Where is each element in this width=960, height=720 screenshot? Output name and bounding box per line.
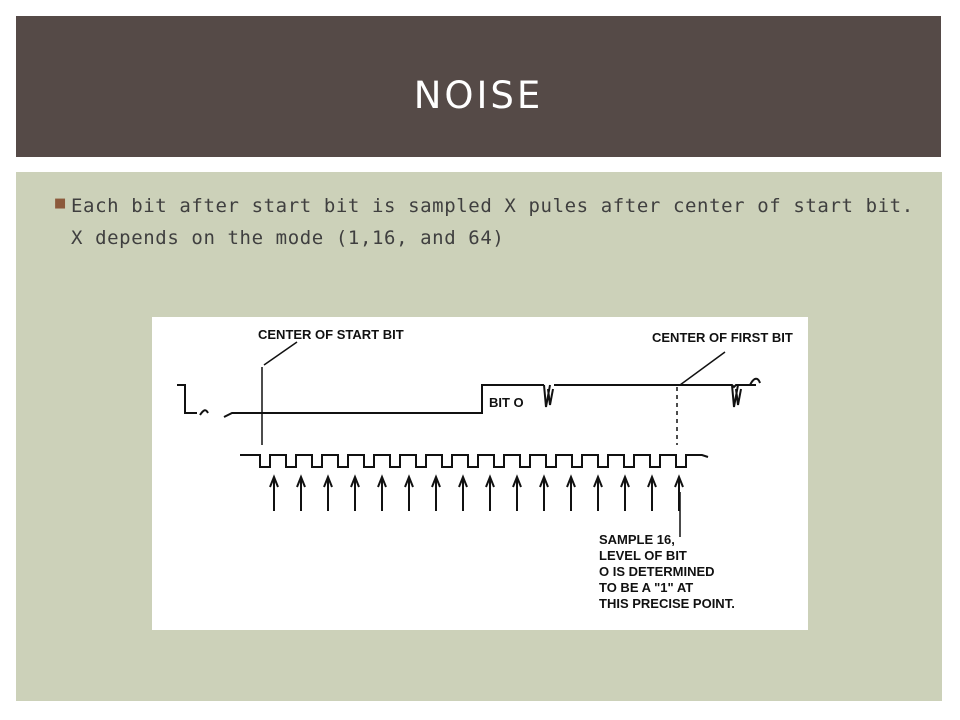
- bullet-text: Each bit after start bit is sampled X pu…: [71, 195, 914, 249]
- title-bar: NOISE: [16, 16, 941, 157]
- square-bullet-icon: ■: [54, 196, 67, 211]
- sample-arrow: [539, 474, 549, 511]
- start-edge: [177, 384, 197, 414]
- sample-arrow: [269, 474, 279, 511]
- timing-diagram: CENTER OF START BIT CENTER OF FIRST BIT …: [152, 317, 808, 630]
- glitch-1: [543, 384, 554, 408]
- sample-arrow: [674, 474, 684, 511]
- sample-arrow: [296, 474, 306, 511]
- sample-arrow: [458, 474, 468, 511]
- sample-arrow: [323, 474, 333, 511]
- label-center-first: CENTER OF FIRST BIT: [652, 330, 793, 345]
- start-label-pointer: [263, 341, 298, 366]
- sample-arrow: [431, 474, 441, 511]
- glitch-2: [731, 384, 742, 408]
- signal-line-2: [554, 384, 756, 389]
- sample-note-line: SAMPLE 16,: [599, 532, 675, 547]
- sample-arrow: [566, 474, 576, 511]
- signal-tail: [741, 377, 761, 386]
- label-center-start: CENTER OF START BIT: [258, 327, 404, 342]
- first-label-pointer: [679, 351, 726, 386]
- sample-arrow: [377, 474, 387, 511]
- sample-note-line: O IS DETERMINED: [599, 564, 715, 579]
- sample-arrows: [269, 474, 684, 511]
- break-mark: [199, 409, 209, 416]
- sample-arrow: [620, 474, 630, 511]
- sample-arrow: [404, 474, 414, 511]
- sample-note-line: TO BE A "1" AT: [599, 580, 693, 595]
- clock-waveform: [240, 454, 709, 468]
- sample-arrow: [485, 474, 495, 511]
- slide-title: NOISE: [413, 74, 544, 117]
- content-panel: ■ Each bit after start bit is sampled X …: [16, 172, 942, 701]
- sample-note: SAMPLE 16, LEVEL OF BIT O IS DETERMINED …: [599, 532, 735, 611]
- sample-arrow: [512, 474, 522, 511]
- signal-line: [223, 384, 544, 418]
- sample-arrow: [647, 474, 657, 511]
- sample-note-line: THIS PRECISE POINT.: [599, 596, 735, 611]
- label-bit0: BIT O: [489, 395, 524, 410]
- sample-arrow: [350, 474, 360, 511]
- sample-arrow: [593, 474, 603, 511]
- sample-note-line: LEVEL OF BIT: [599, 548, 687, 563]
- clock-pulse-train: [240, 454, 709, 468]
- bullet-item: ■ Each bit after start bit is sampled X …: [54, 190, 914, 254]
